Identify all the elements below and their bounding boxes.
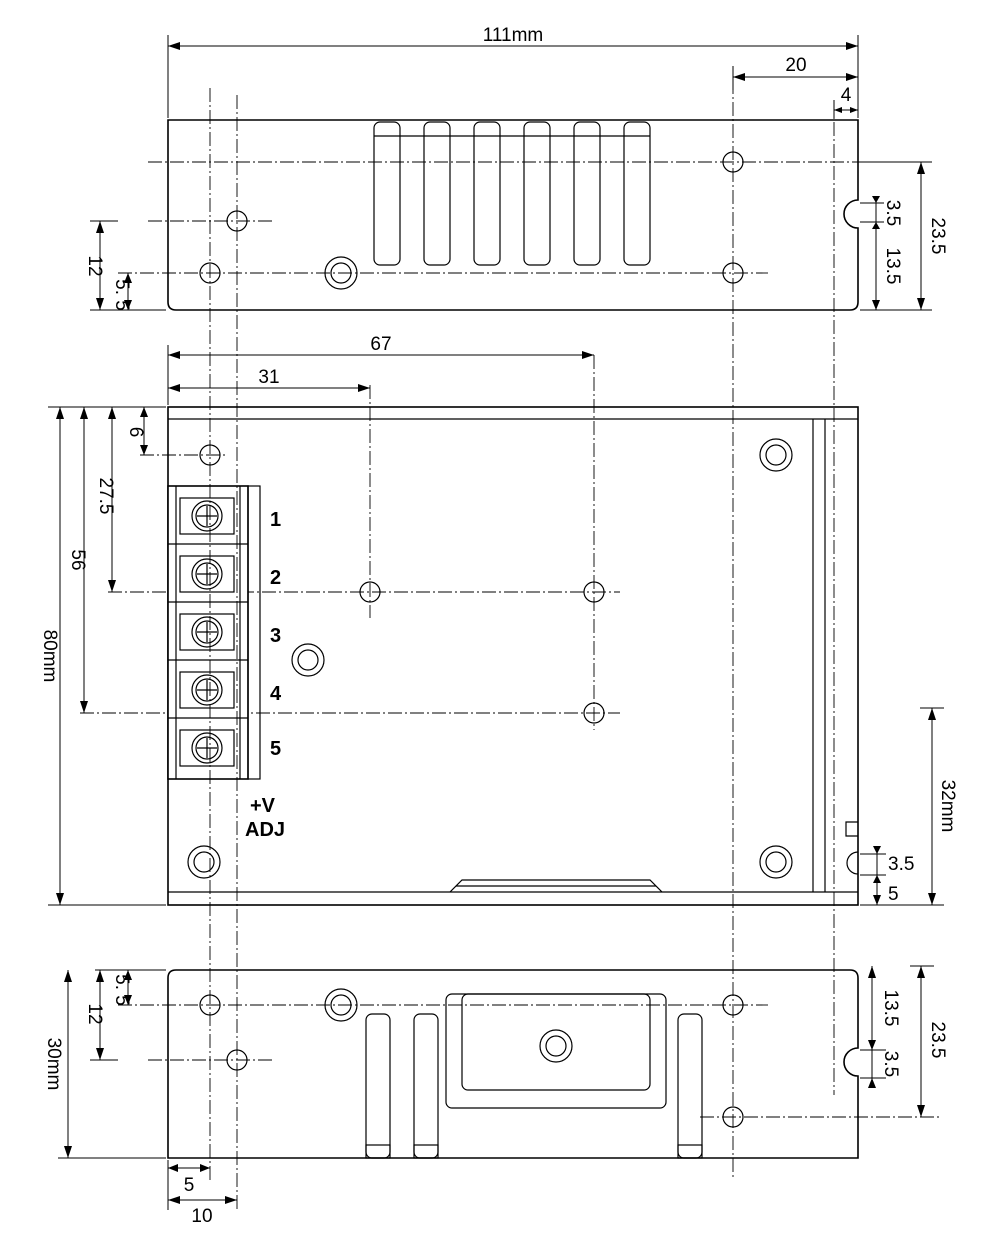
terminal-label: 4 <box>270 683 282 705</box>
terminal-label: 3 <box>270 625 281 647</box>
dim-depth: 80mm <box>39 630 60 683</box>
top-view <box>118 119 900 311</box>
dim-bottom-height: 30mm <box>43 1038 64 1091</box>
dim-6: 6 <box>125 427 146 438</box>
terminal-label: 1 <box>270 509 281 531</box>
terminal-screw <box>179 613 235 651</box>
adj-label: ADJ <box>245 819 285 841</box>
vertical-center-lines <box>209 80 835 1210</box>
dim-27-5: 27.5 <box>95 478 116 515</box>
dim-31: 31 <box>258 367 279 388</box>
bottom-view-fins <box>365 1013 703 1159</box>
dim-hole-from-right: 20 <box>785 55 806 76</box>
dim-bottom-10: 10 <box>191 1206 212 1227</box>
top-view-fins <box>373 121 651 266</box>
dim-56: 56 <box>67 549 88 570</box>
terminal-screw <box>179 671 235 709</box>
dim-overall-width: 111mm <box>483 25 544 46</box>
dim-front-slot: 3.5 <box>888 854 914 875</box>
top-view-outline <box>167 119 859 311</box>
dim-67: 67 <box>370 334 391 355</box>
terminal-block: 1 2 3 4 5 +V ADJ <box>167 485 285 841</box>
dimensions: 111mm 20 4 23.5 3.5 13.5 1 <box>39 25 958 1227</box>
front-view <box>80 355 859 906</box>
bottom-view-outline <box>167 969 859 1159</box>
dim-slot-width: 3.5 <box>882 200 903 226</box>
dim-front-5: 5 <box>888 884 899 905</box>
adj-plus-label: +V <box>250 795 276 817</box>
dim-bottom-13-5: 13.5 <box>880 990 901 1027</box>
dim-bottom-5-5: 5. 5 <box>111 974 132 1006</box>
dim-32: 32mm <box>937 780 958 833</box>
bottom-view <box>118 969 940 1159</box>
terminal-label: 2 <box>270 567 281 589</box>
dim-left-12: 12 <box>84 255 105 276</box>
dim-bottom-12: 12 <box>84 1003 105 1024</box>
dim-slot-from-right: 4 <box>841 85 852 106</box>
front-view-outline <box>167 406 859 906</box>
dim-bottom-23-5: 23.5 <box>927 1022 948 1059</box>
terminal-label: 5 <box>270 738 281 760</box>
terminal-screw <box>179 555 235 593</box>
terminal-screw <box>179 729 235 767</box>
terminal-screw <box>179 497 235 535</box>
dim-left-5-5: 5. 5 <box>111 279 132 311</box>
dim-bottom-3-5: 3.5 <box>880 1051 901 1077</box>
dim-bottom-5: 5 <box>184 1175 195 1196</box>
dim-height-right: 23.5 <box>927 218 948 255</box>
dim-slot-to-hole: 13.5 <box>882 248 903 285</box>
